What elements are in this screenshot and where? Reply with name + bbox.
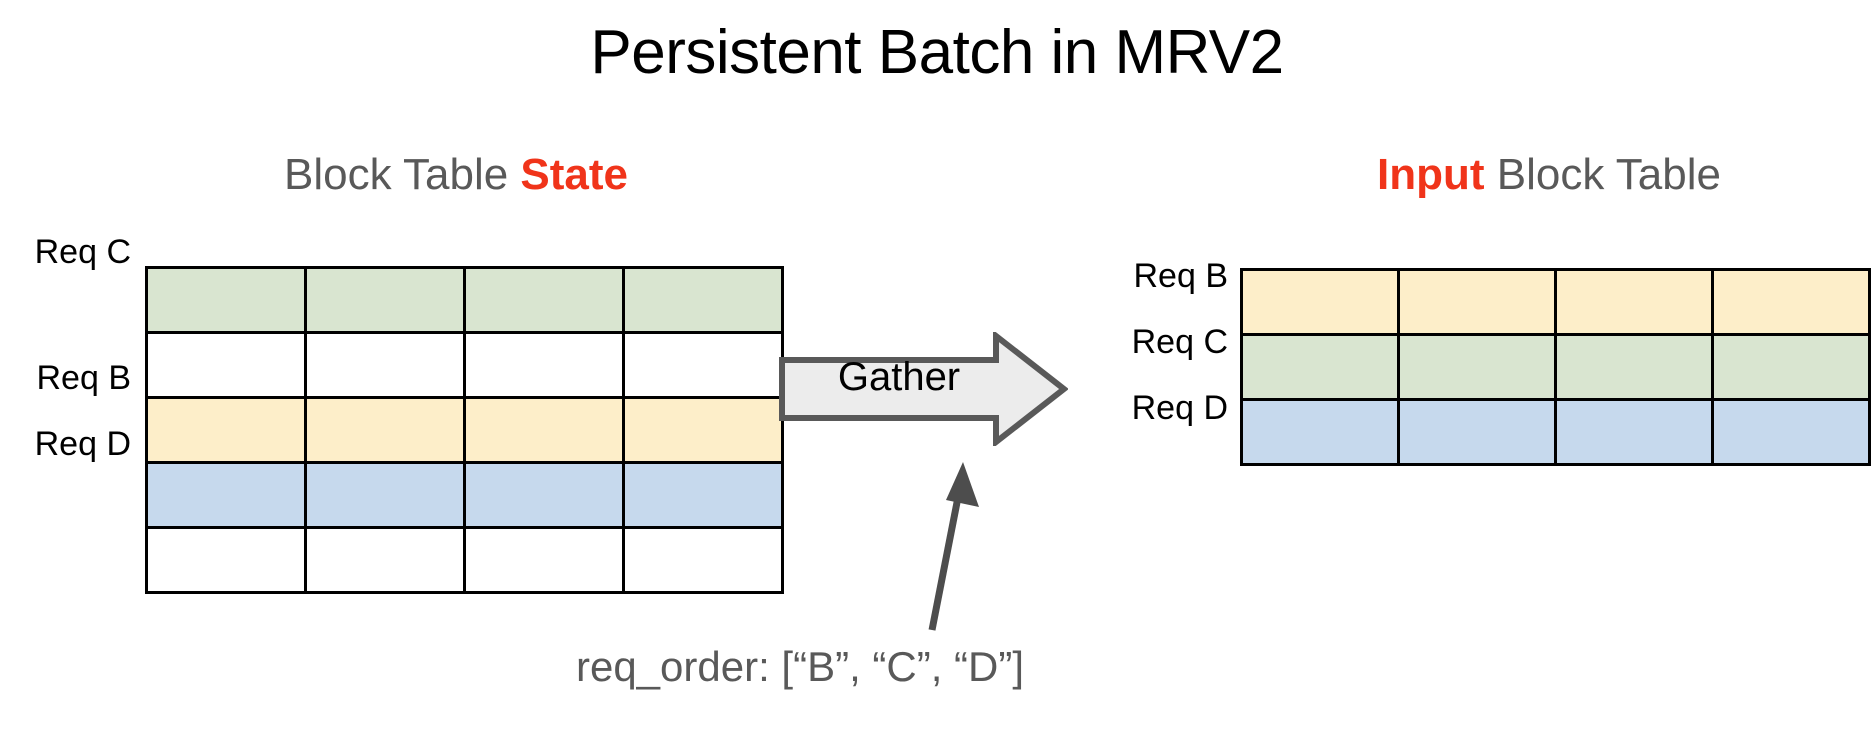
left-heading-accent: State (520, 150, 629, 199)
table-row (1240, 333, 1871, 401)
table-row (1240, 398, 1871, 466)
row-label-input-req-c: Req C (1131, 323, 1228, 361)
table-row (145, 461, 784, 529)
table-cell (463, 396, 625, 464)
table-cell (622, 526, 784, 594)
table-cell (304, 526, 466, 594)
table-cell (304, 331, 466, 399)
row-label-state-req-d: Req D (34, 425, 131, 463)
table-cell (145, 331, 307, 399)
row-label-state-req-b: Req B (36, 359, 132, 397)
page-title: Persistent Batch in MRV2 (590, 18, 1284, 87)
table-cell (1554, 268, 1714, 336)
table-cell (1397, 268, 1557, 336)
table-cell (1240, 398, 1400, 466)
right-table-heading: Input Block Table (1240, 148, 1858, 202)
table-cell (463, 526, 625, 594)
block-table-state (145, 266, 784, 594)
table-cell (145, 266, 307, 334)
table-row (145, 331, 784, 399)
block-arrow-right-icon (778, 332, 1068, 446)
table-cell (1397, 398, 1557, 466)
table-cell (1397, 333, 1557, 401)
left-heading-prefix: Block Table (283, 150, 521, 199)
table-cell (622, 461, 784, 529)
req-order-caption: req_order: [“B”, “C”, “D”] (575, 643, 1025, 690)
table-cell (463, 461, 625, 529)
table-cell (1711, 398, 1871, 466)
table-cell (145, 461, 307, 529)
table-cell (463, 331, 625, 399)
table-cell (1554, 333, 1714, 401)
row-label-input-req-b: Req B (1133, 257, 1229, 295)
table-row (1240, 268, 1871, 336)
table-cell (304, 266, 466, 334)
row-label-input-req-d: Req D (1131, 389, 1228, 427)
table-cell (1240, 333, 1400, 401)
block-table-input (1240, 268, 1871, 466)
table-cell (1240, 268, 1400, 336)
table-cell (622, 266, 784, 334)
table-cell (145, 396, 307, 464)
table-row (145, 266, 784, 334)
row-label-state-req-c: Req C (34, 233, 131, 271)
table-cell (463, 266, 625, 334)
table-row (145, 396, 784, 464)
gather-label: Gather (837, 355, 961, 399)
table-cell (304, 396, 466, 464)
table-cell (1711, 268, 1871, 336)
arrow-up-right-icon (900, 450, 1020, 640)
table-cell (622, 396, 784, 464)
table-cell (304, 461, 466, 529)
table-row (145, 526, 784, 594)
table-cell (622, 331, 784, 399)
table-cell (145, 526, 307, 594)
right-heading-accent: Input (1377, 150, 1485, 199)
table-cell (1554, 398, 1714, 466)
left-table-heading: Block Table State (142, 148, 770, 202)
table-cell (1711, 333, 1871, 401)
right-heading-suffix: Block Table (1484, 150, 1721, 199)
